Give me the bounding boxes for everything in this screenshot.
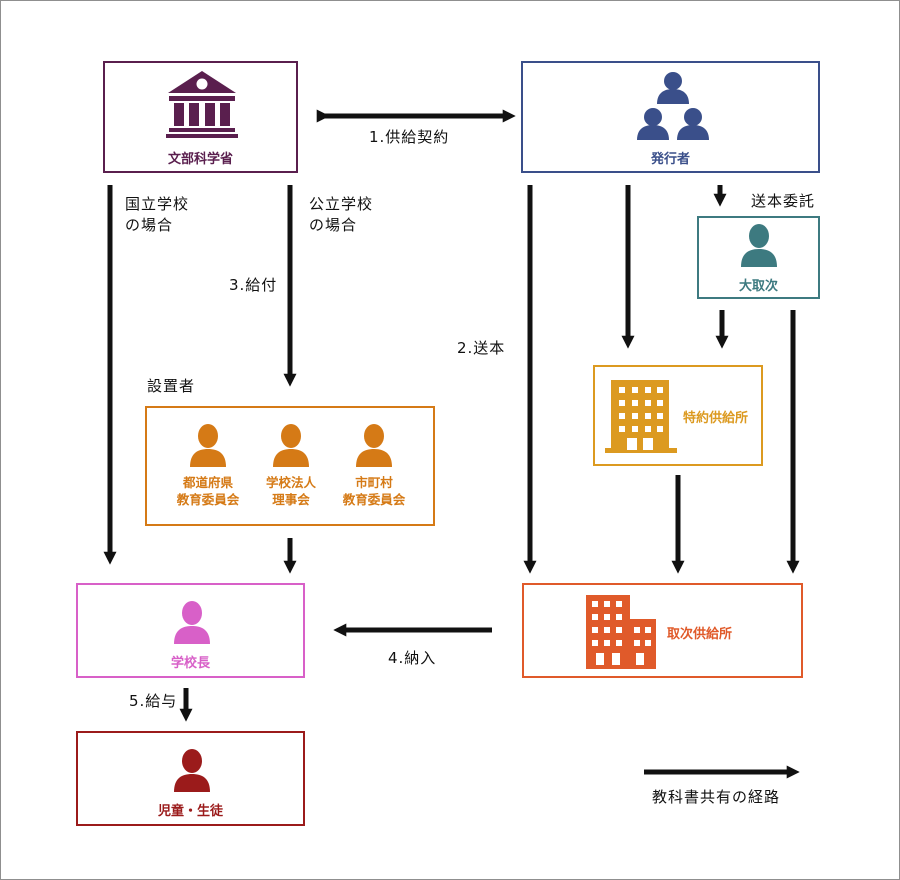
contract-label: 1.供給契約 xyxy=(369,128,450,146)
wholesaler-label: 大取次 xyxy=(738,279,778,294)
special-supplier-node: 特約供給所 xyxy=(593,365,763,466)
supplier-node: 取次供給所 xyxy=(522,583,803,678)
consignment-label: 送本委託 xyxy=(751,192,816,210)
office-building-icon xyxy=(605,380,677,453)
person-icon xyxy=(174,601,210,644)
founder-member-school-corporation: 学校法人 理事会 xyxy=(265,475,316,507)
legend-label: 教科書共有の経路 xyxy=(652,788,781,806)
office-building-icon xyxy=(586,595,656,669)
person-icon xyxy=(273,424,309,467)
publisher-label: 発行者 xyxy=(650,152,690,167)
supplier-label: 取次供給所 xyxy=(667,627,733,642)
founder-node: 都道府県 教育委員会 学校法人 理事会 市町村 教育委員会 xyxy=(145,406,435,526)
publisher-node: 発行者 xyxy=(521,61,820,173)
founder-member-municipality: 市町村 教育委員会 xyxy=(342,475,406,507)
delivery-label: 4.納入 xyxy=(388,649,437,667)
students-label: 児童・生徒 xyxy=(157,804,223,819)
founder-label: 設置者 xyxy=(147,377,196,395)
national-school-label: 国立学校 の場合 xyxy=(125,195,190,234)
principal-node: 学校長 xyxy=(76,583,305,678)
person-icon xyxy=(741,224,777,267)
wholesaler-node: 大取次 xyxy=(697,216,820,299)
people-group-icon xyxy=(637,72,709,140)
person-icon xyxy=(356,424,392,467)
ministry-node: 文部科学省 xyxy=(103,61,298,173)
person-icon xyxy=(174,749,210,792)
founder-member-prefecture: 都道府県 教育委員会 xyxy=(176,475,240,507)
payment-label: 3.給付 xyxy=(229,276,278,294)
giving-label: 5.給与 xyxy=(129,692,178,710)
students-node: 児童・生徒 xyxy=(76,731,305,826)
government-building-icon xyxy=(166,71,238,138)
shipping-label: 2.送本 xyxy=(457,339,506,357)
ministry-label: 文部科学省 xyxy=(167,152,233,167)
special-supplier-label: 特約供給所 xyxy=(683,411,749,426)
person-icon xyxy=(190,424,226,467)
public-school-label: 公立学校 の場合 xyxy=(309,195,374,234)
principal-label: 学校長 xyxy=(170,656,210,671)
